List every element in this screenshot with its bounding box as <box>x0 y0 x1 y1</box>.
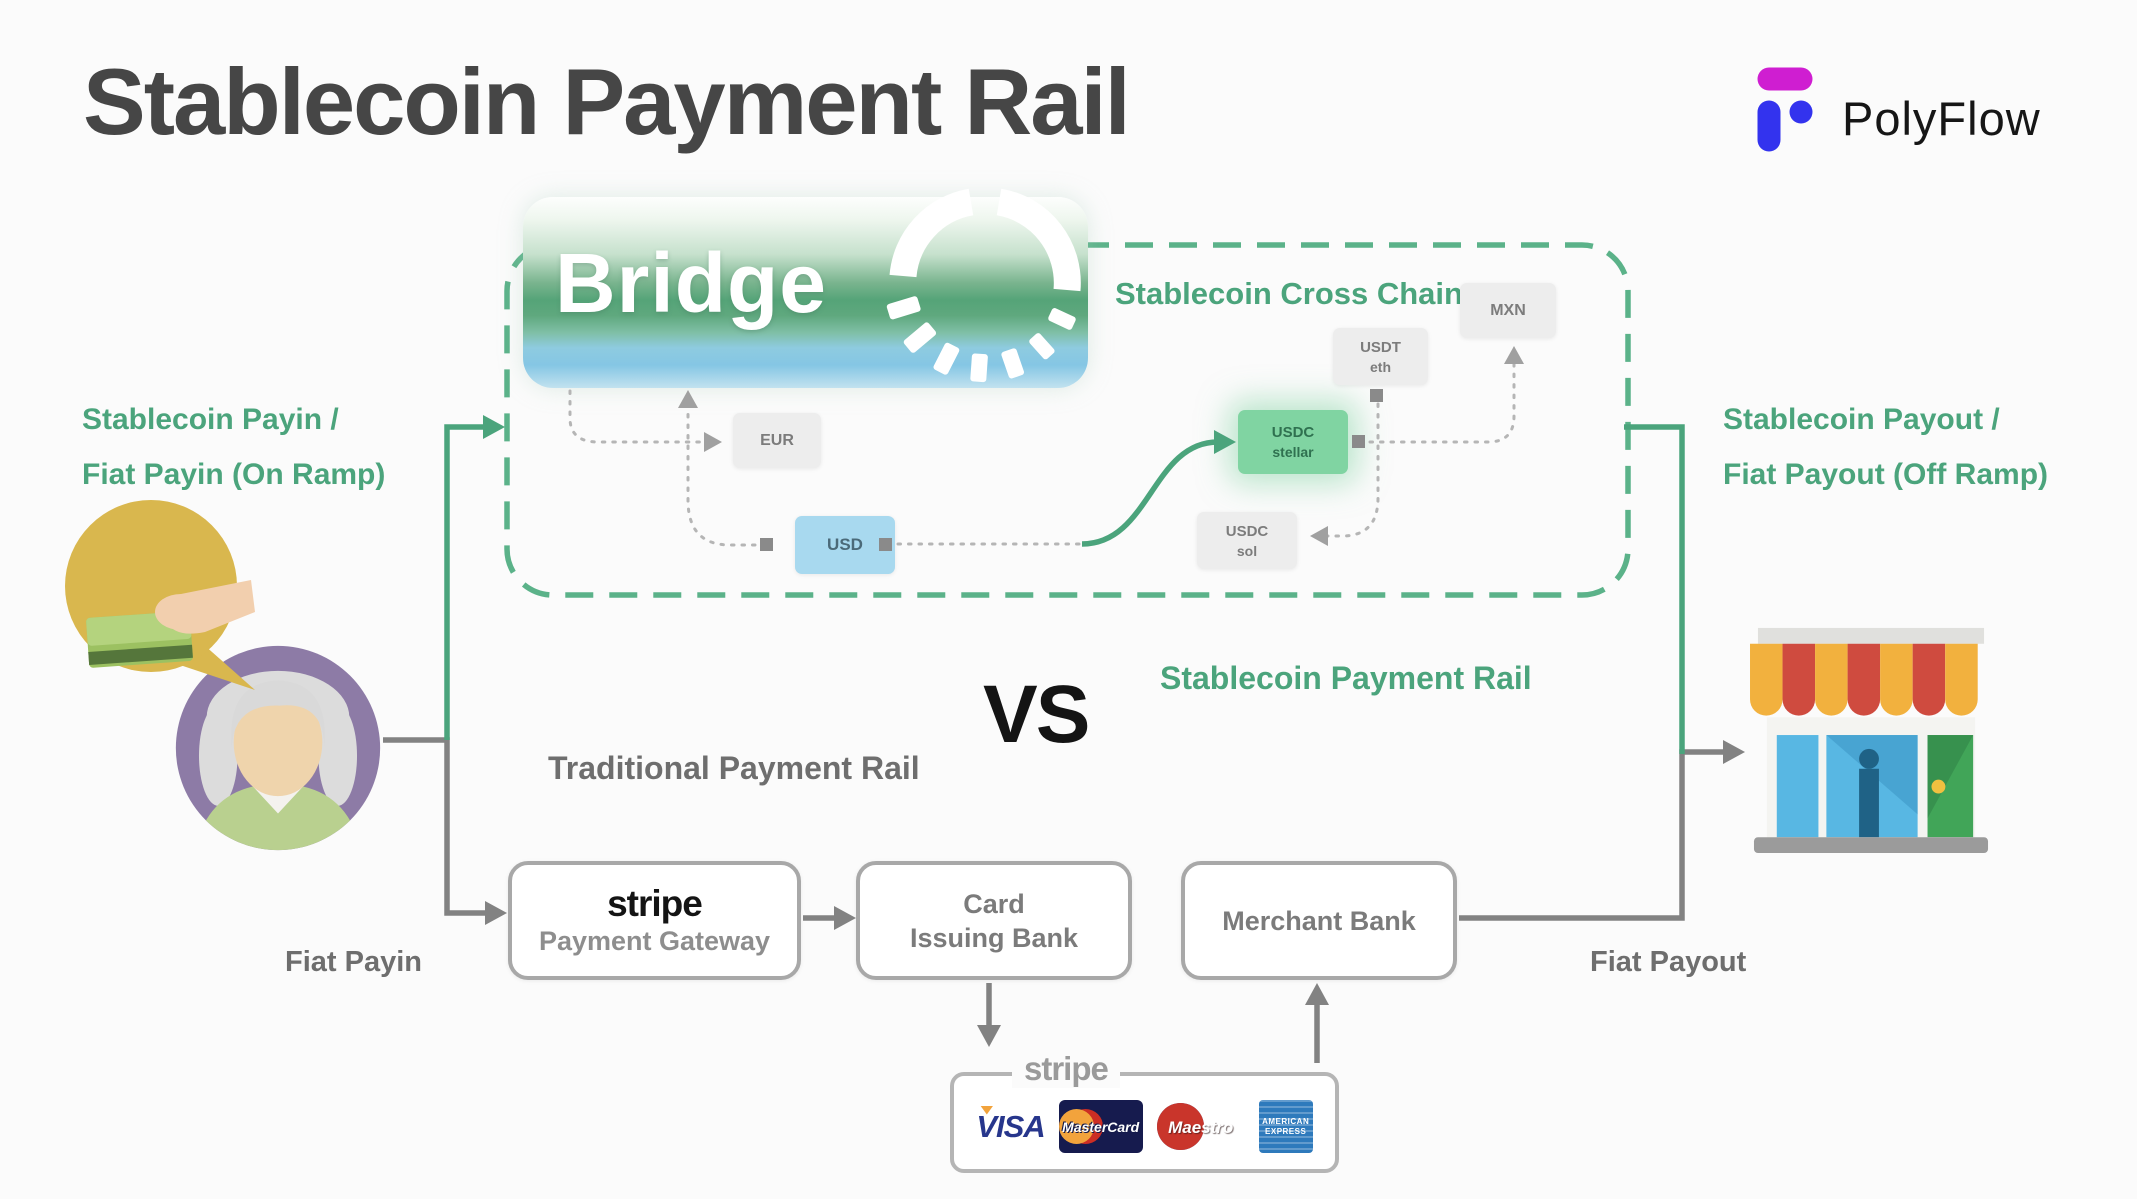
maestro-logo: Maestro <box>1156 1100 1245 1153</box>
card-payment-bubble-svg <box>65 500 255 690</box>
node-usd-label: USD <box>827 535 863 554</box>
stripe-wordmark: stripe <box>607 882 703 924</box>
page-title: Stablecoin Payment Rail <box>83 49 1131 154</box>
node-usdt-eth-line1: USDT <box>1360 338 1401 356</box>
bridge-banner: Bridge <box>523 197 1088 388</box>
merchant-store-svg <box>1750 627 1989 854</box>
node-mxn-label: MXN <box>1490 301 1526 319</box>
node-usdc-stellar-line2: stellar <box>1272 444 1314 460</box>
card-network-box: stripe VISA MasterCard Maestro AMERICAN … <box>950 1050 1339 1173</box>
payment-gateway-box: stripe Payment Gateway <box>508 861 801 980</box>
node-usdc-stellar-line1: USDC <box>1271 424 1315 441</box>
merchant-store-icon <box>1742 620 2000 865</box>
green-arrowheads <box>483 415 1236 454</box>
customer-avatar <box>172 642 384 859</box>
line-customer-to-bridge <box>444 424 486 740</box>
line-merchant-to-store <box>1459 749 1727 921</box>
payin-line2: Fiat Payin (On Ramp) <box>82 458 386 491</box>
card-issuing-bank-box: Card Issuing Bank <box>856 861 1132 980</box>
brand-logo: PolyFlow <box>1756 62 2041 156</box>
node-eur: EUR <box>733 413 821 468</box>
payout-line2: Fiat Payout (Off Ramp) <box>1723 458 2049 491</box>
payin-line1: Stablecoin Payin / <box>82 403 339 436</box>
mastercard-orange-circle <box>1058 1109 1094 1144</box>
card-bank-line2: Issuing Bank <box>909 922 1079 953</box>
amex-logo: AMERICAN EXPRESS <box>1258 1100 1313 1153</box>
stablecoin-payin-label: Stablecoin Payin / Fiat Payin (On Ramp) <box>82 392 385 502</box>
brand-name: PolyFlow <box>1842 91 2041 145</box>
stablecoin-rail-label: Stablecoin Payment Rail <box>1160 660 1532 696</box>
visa-logo: VISA <box>976 1105 1046 1145</box>
node-usdt-eth: USDT eth <box>1333 328 1428 385</box>
amex-line2: EXPRESS <box>1265 1126 1307 1136</box>
node-usdc-sol-line1: USDC <box>1225 522 1269 540</box>
card-bank-line1: Card <box>963 888 1025 919</box>
payout-line1: Stablecoin Payout / <box>1723 403 2000 436</box>
node-usd: USD <box>795 516 895 574</box>
polyflow-logo-icon <box>1757 67 1813 152</box>
traditional-rail-label: Traditional Payment Rail <box>548 750 920 786</box>
mastercard-logo: MasterCard <box>1058 1100 1143 1153</box>
cross-chain-title: Stablecoin Cross Chain <box>1115 276 1463 311</box>
stripe-network-label: stripe <box>1012 1050 1120 1088</box>
mastercard-text: MasterCard <box>1062 1119 1140 1135</box>
dotted-to-eur <box>568 389 708 444</box>
line-bridge-to-store <box>1624 424 1685 754</box>
card-logos-row: VISA MasterCard Maestro AMERICAN EXPRESS <box>954 1100 1335 1153</box>
store-awning <box>1750 643 1978 716</box>
fiat-payin-label: Fiat Payin <box>285 946 422 978</box>
stablecoin-payout-label: Stablecoin Payout / Fiat Payout (Off Ram… <box>1723 392 2048 502</box>
customer-avatar-icon <box>175 645 381 851</box>
node-mxn: MXN <box>1460 283 1556 338</box>
payment-gateway-label: Payment Gateway <box>538 925 771 956</box>
merchant-bank-label: Merchant Bank <box>1222 905 1416 936</box>
amex-line1: AMERICAN <box>1262 1116 1310 1126</box>
node-usdt-eth-line2: eth <box>1370 358 1391 375</box>
node-usdc-sol: USDC sol <box>1197 512 1297 569</box>
line-customer-to-gateway <box>383 737 488 916</box>
visa-flag-icon <box>980 1105 994 1115</box>
node-eur-label: EUR <box>760 431 794 449</box>
vs-label: VS <box>983 669 1090 760</box>
node-usdc-stellar: USDC stellar <box>1238 410 1348 474</box>
fiat-payout-label: Fiat Payout <box>1590 946 1747 978</box>
bridge-label: Bridge <box>555 236 828 330</box>
card-payment-bubble-icon <box>55 492 267 701</box>
dotted-flows <box>568 360 1516 547</box>
node-usdc-sol-line2: sol <box>1236 542 1258 559</box>
maestro-red-circle <box>1156 1103 1204 1150</box>
merchant-bank-box: Merchant Bank <box>1181 861 1457 980</box>
maestro-text: Maestro <box>1168 1118 1234 1137</box>
visa-text: VISA <box>976 1108 1045 1144</box>
